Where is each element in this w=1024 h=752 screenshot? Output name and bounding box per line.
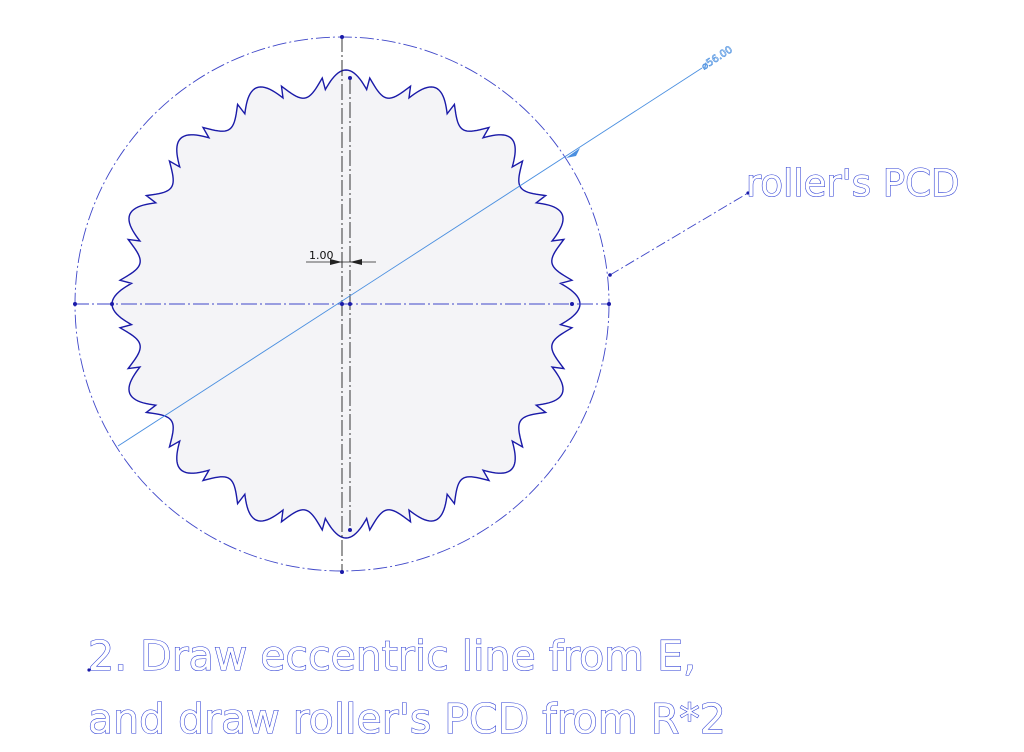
sketch-point-left (73, 302, 77, 306)
pcd-callout-point (608, 273, 612, 277)
diameter-dimension-line (117, 67, 703, 447)
diameter-arrowhead (566, 148, 580, 158)
offset-arrow-right (350, 259, 362, 265)
sketch-point-eccentric-bottom (348, 528, 352, 532)
sketch-point-center (340, 302, 344, 306)
sketch-point-right (607, 302, 611, 306)
offset-dimension-label: 1.00 (309, 249, 334, 262)
sketch-point-eccentric-top (348, 76, 352, 80)
sketch-point-profile-right (570, 302, 574, 306)
sketch-point-eccentric-center (348, 302, 352, 306)
caption-line-2: and draw roller's PCD from R*2 (88, 695, 726, 743)
caption-anchor-point (87, 668, 91, 672)
sketch-points (73, 35, 611, 574)
caption-line-1: 2. Draw eccentric line from E, (88, 632, 696, 680)
sketch-point-bottom (340, 570, 344, 574)
sketch-point-profile-left (110, 302, 114, 306)
pcd-callout-leader (609, 192, 749, 276)
pcd-callout-label: roller's PCD (746, 162, 959, 205)
diameter-dimension-label: ⌀56.00 (700, 44, 735, 72)
pcd-callout-anchor (746, 191, 750, 195)
offset-arrow-left (330, 259, 342, 265)
sketch-point-top (340, 35, 344, 39)
